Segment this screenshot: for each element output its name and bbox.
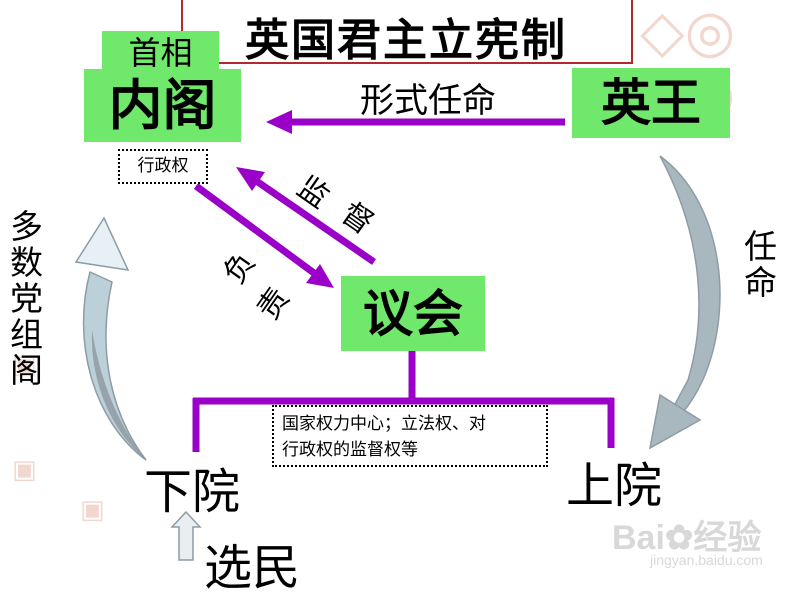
curved-arrow-majority-shade [91, 330, 146, 460]
cabinet-label: 内阁 [108, 73, 217, 137]
majority-char-1: 多 [10, 207, 43, 246]
majority-char-5: 阁 [10, 351, 43, 390]
curved-arrow-appoint [658, 155, 721, 434]
parliament-label: 议会 [363, 284, 463, 343]
majority-char-3: 党 [10, 279, 43, 318]
appoint-char-2: 命 [744, 263, 777, 302]
baidu-watermark: Bai✿经验 [612, 510, 761, 559]
parliament-box: 议会 [341, 276, 485, 351]
curved-arrowhead-appoint [648, 393, 702, 450]
premier-label: 首相 [128, 34, 193, 72]
monarch-box: 英王 [572, 68, 730, 138]
decorative-stamp-left-2: ▣ [12, 455, 37, 485]
decorative-stamp-left-3: ▣ [80, 495, 105, 525]
baidu-brand-cn: 经验 [693, 518, 762, 558]
arrow-responsible [193, 183, 321, 279]
lower-house-label: 下院 [144, 464, 241, 520]
diagram-connectors [74, 110, 721, 561]
majority-char-2: 数 [10, 243, 43, 282]
curved-arrowhead-majority [74, 216, 130, 271]
monarch-label: 英王 [601, 73, 701, 132]
decorative-stamp-left-1: ▣ [12, 350, 37, 380]
executive-note: 行政权 [118, 149, 208, 184]
formal-appoint-label: 形式任命 [360, 81, 496, 121]
arrow-supervise [250, 175, 376, 265]
baidu-brand: Bai [612, 519, 665, 557]
arrowhead-formal-appoint [266, 110, 292, 134]
arrow-voters-up [170, 510, 202, 561]
baidu-url: jingyan.baidu.com [650, 552, 763, 568]
parliament-role-note: 国家权力中心；立法权、对 行政权的监督权等 [272, 405, 548, 467]
arrowhead-responsible [306, 264, 334, 288]
parliament-role-line-1: 国家权力中心；立法权、对 [282, 414, 486, 434]
baidu-paw-icon: ✿ [664, 519, 694, 557]
diagram-canvas: ◇◎◈◉ ▣ ▣ ▣ ▣ 英国君主立宪制 [10, 0, 777, 596]
curved-arrow-majority [82, 270, 147, 461]
parliament-role-line-2: 行政权的监督权等 [282, 440, 418, 460]
upper-house-label: 上院 [566, 458, 663, 514]
voters-label: 选民 [204, 540, 301, 596]
executive-label: 行政权 [137, 156, 189, 176]
diagram-title: 英国君主立宪制 [245, 15, 567, 66]
majority-char-4: 组 [10, 315, 43, 354]
appoint-char-1: 任 [744, 227, 777, 266]
arrowhead-supervise [236, 167, 265, 191]
premier-box: 首相 [102, 31, 219, 75]
cabinet-box: 内阁 [84, 69, 241, 142]
